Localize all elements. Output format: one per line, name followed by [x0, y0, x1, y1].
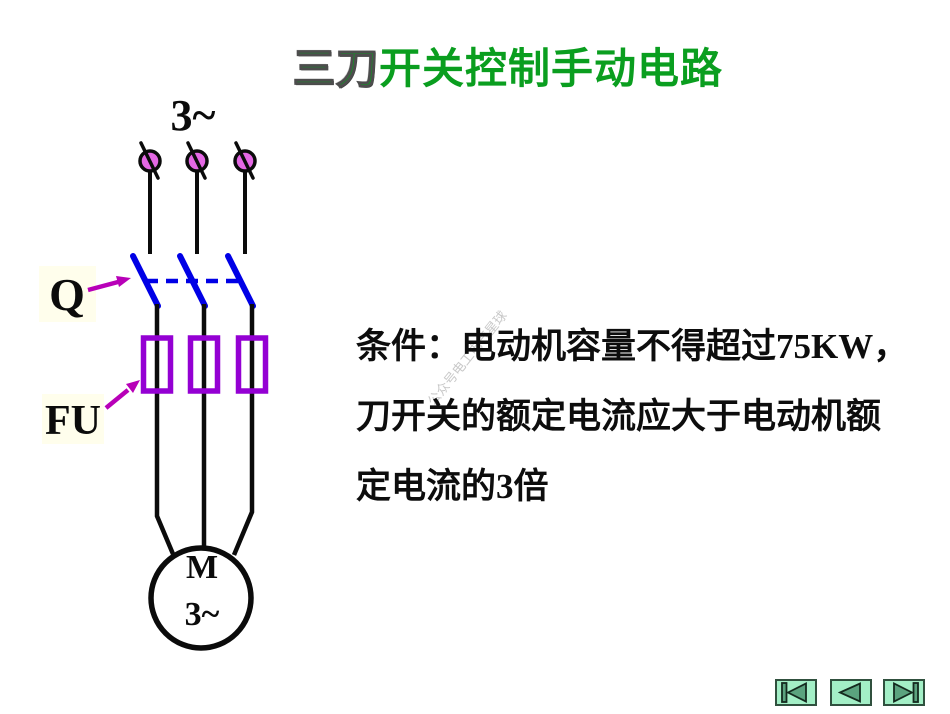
terminal-l2 [185, 141, 209, 180]
supply-label: 3~ [171, 91, 216, 140]
fuse-label: FU [45, 398, 101, 444]
wire-lower-1 [154, 304, 176, 555]
previous-icon [837, 682, 861, 703]
skip-to-end-icon [893, 682, 919, 703]
nav-previous-button[interactable] [830, 679, 872, 706]
motor-label: M [186, 549, 218, 586]
fuse-arrow [104, 380, 140, 410]
fuse-1 [140, 335, 174, 394]
terminal-l3 [233, 141, 257, 180]
fuse-label-box [42, 394, 104, 444]
motor-circle [148, 545, 254, 651]
motor-phase-label: 3~ [185, 596, 220, 633]
title-rest: 开关控制手动电路 [379, 47, 724, 93]
page-title: 三刀开关控制手动电路 [292, 40, 724, 100]
condition-text: 条件：电动机容量不得超过75KW， 刀开关的额定电流应大于电动机额 定电流的3倍 [356, 312, 931, 522]
title-emphasis: 三刀 [292, 46, 380, 94]
skip-to-start-icon [781, 682, 807, 703]
nav-first-button[interactable] [775, 679, 817, 706]
switch-arrow [87, 276, 131, 293]
fuse-2 [187, 335, 221, 394]
nav-buttons [775, 679, 925, 707]
condition-line-1: 条件：电动机容量不得超过75KW， [356, 327, 909, 366]
switch-label-box [39, 266, 96, 322]
wire-lower-3 [231, 304, 255, 556]
switch-blade-3[interactable] [225, 253, 256, 309]
switch-label: Q [49, 269, 85, 320]
nav-next-button[interactable] [883, 679, 925, 706]
fuse-3 [235, 335, 269, 394]
condition-line-3: 定电流的3倍 [356, 467, 549, 506]
condition-line-2: 刀开关的额定电流应大于电动机额 [356, 397, 882, 436]
switch-blade-1[interactable] [130, 253, 161, 309]
